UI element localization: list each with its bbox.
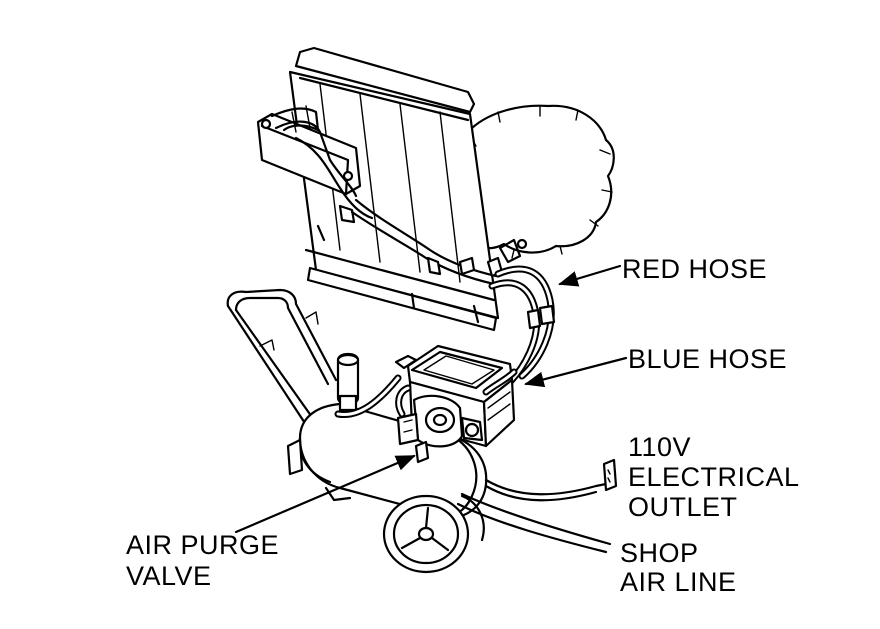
radiator-illustration (256, 46, 528, 332)
outlet-label-line3: OUTLET (628, 492, 738, 522)
purge-valve-label-line2: VALVE (126, 561, 212, 591)
purge-valve-arrow (234, 454, 416, 534)
red-hose-label: RED HOSE (622, 254, 768, 284)
purge-valve-label-line1: AIR PURGE (126, 530, 280, 560)
leader-arrows (234, 264, 628, 534)
blue-hose-arrow (524, 356, 628, 388)
outlet-label-line1: 110V (628, 432, 692, 462)
hose-lines (488, 265, 556, 388)
red-hose-arrow (558, 264, 622, 287)
blue-hose-label: BLUE HOSE (628, 344, 788, 374)
shop-air-label-line1: SHOP (620, 538, 699, 568)
outlet-icon (602, 458, 618, 492)
outlet-label-line2: ELECTRICAL (628, 462, 800, 492)
shop-air-label-line2: AIR LINE (620, 567, 737, 597)
flush-machine-illustration (226, 288, 618, 574)
